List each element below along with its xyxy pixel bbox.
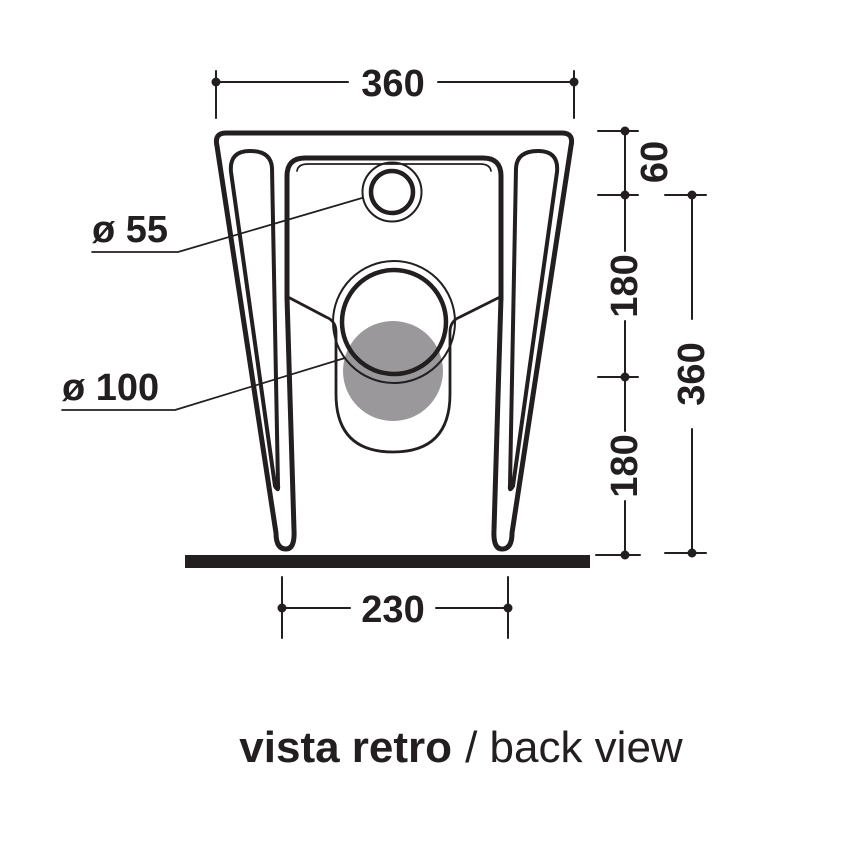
inlet-outer-ring — [361, 161, 423, 223]
dim-rim-to-inlet-value: 60 — [634, 141, 676, 183]
label-drain-diameter: ø 100 — [62, 367, 159, 409]
label-inlet-diameter: ø 55 — [92, 209, 168, 251]
right-rib — [507, 149, 560, 492]
dim-top-width: 360 — [211, 63, 579, 119]
drain-inner-ring — [339, 267, 449, 377]
caption-italian: vista retro — [239, 723, 452, 772]
dim-feet-distance: 230 — [277, 576, 513, 639]
dim-feet-distance-value: 230 — [361, 589, 424, 631]
drain-leader-line — [61, 357, 346, 411]
inlet-inner-ring — [368, 168, 416, 216]
drain-outer-ring — [332, 260, 456, 384]
bowl-chamfer-trough — [284, 294, 504, 454]
dim-inlet-to-drain-value: 180 — [604, 254, 646, 317]
rim-detail-line — [296, 163, 492, 172]
dim-right-total: 360 — [664, 190, 713, 558]
fixture-inner-rim — [284, 155, 504, 302]
dim-side-total-value: 360 — [671, 342, 713, 405]
inlet-leader-line — [91, 197, 363, 253]
caption: vista retro / back view — [239, 723, 683, 772]
drain-hole — [343, 321, 443, 421]
dim-drain-to-floor-value: 180 — [604, 434, 646, 497]
floor-line — [185, 555, 590, 568]
dim-right-chain: 60 180 180 — [595, 126, 676, 560]
fixture-outer-outline — [213, 130, 575, 552]
dim-top-width-value: 360 — [361, 63, 424, 105]
caption-english: / back view — [465, 723, 683, 772]
left-rib — [228, 149, 281, 492]
